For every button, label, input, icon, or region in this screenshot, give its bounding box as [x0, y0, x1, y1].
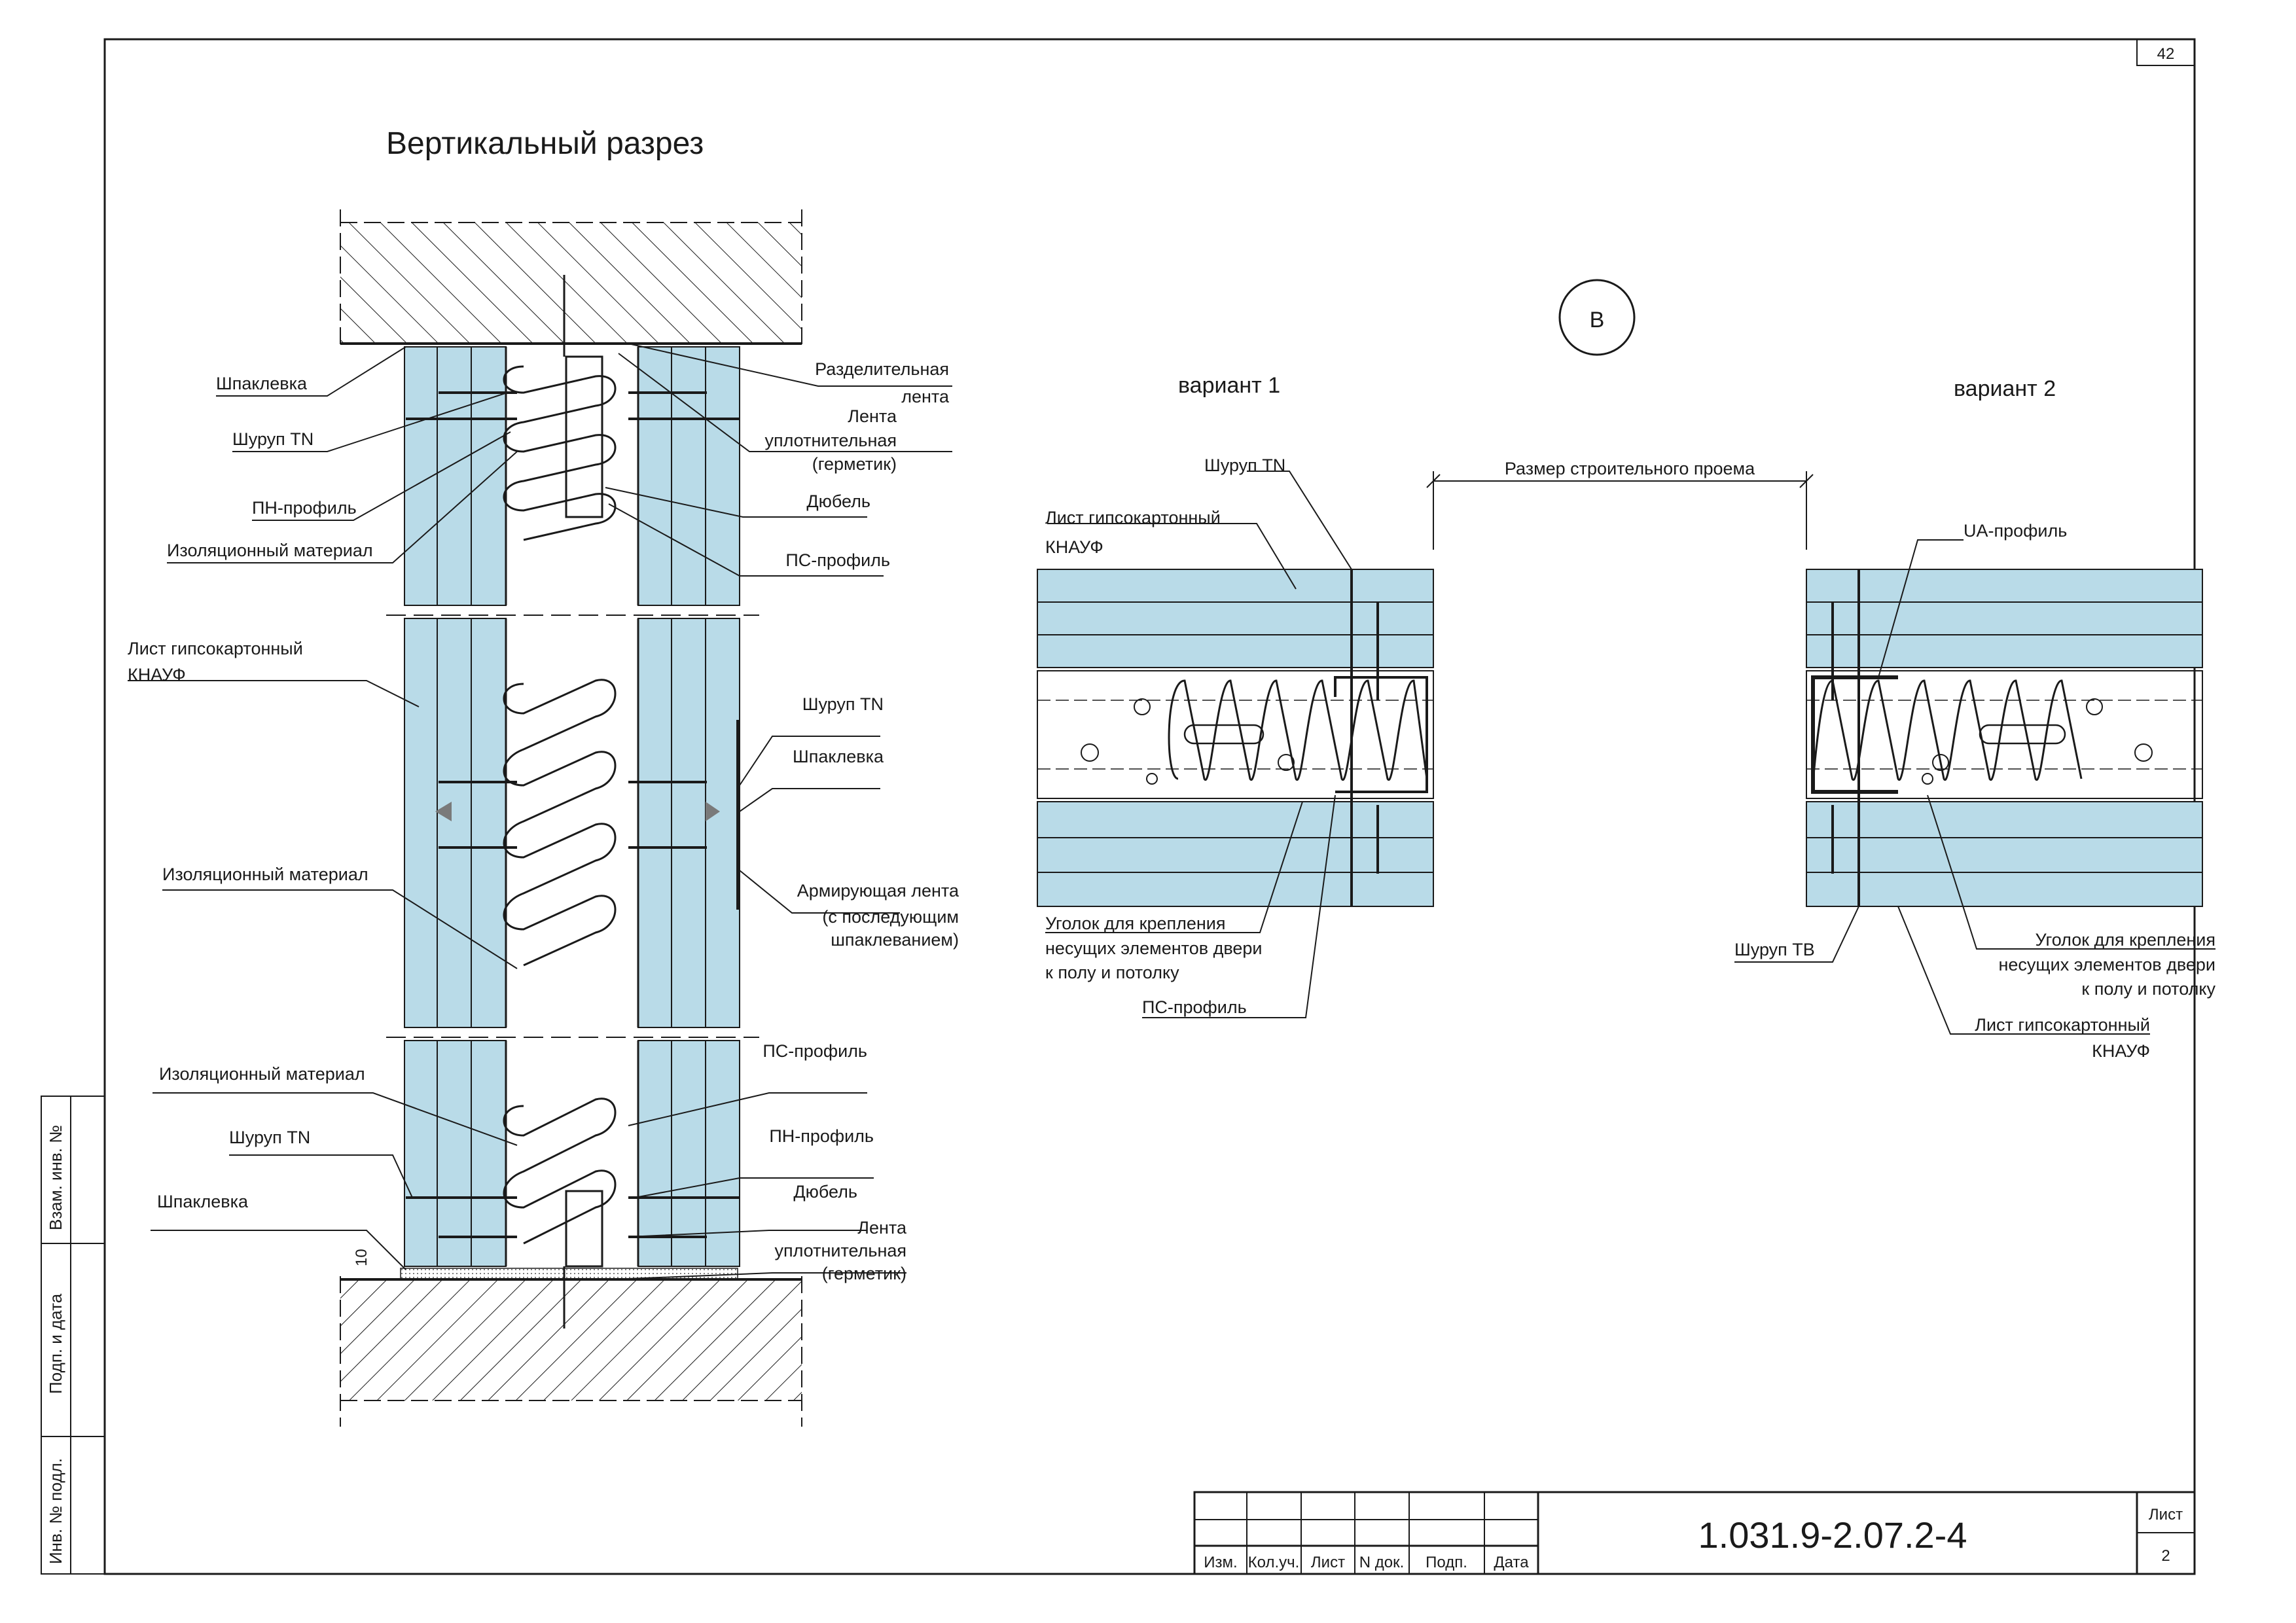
lbl-lenta-top-2: уплотнительная — [764, 431, 897, 450]
opening-dimension-label: Размер строительного проема — [1505, 459, 1755, 478]
side-stamp-podp: Подп. и дата — [46, 1293, 65, 1394]
v2-lbl-ua-profil: UA-профиль — [1964, 521, 2067, 541]
lbl-ps-profil-1: ПС-профиль — [785, 550, 890, 570]
opening-dimension — [1426, 471, 1814, 550]
floor-slab — [340, 1279, 802, 1400]
variant-2-drawing: UA-профиль Шуруп TB Уголок для крепления… — [1734, 521, 2215, 1061]
tb-col-list: Лист — [1311, 1554, 1345, 1571]
v1-lbl-ugolok-3: к полу и потолку — [1045, 963, 1179, 982]
joint-putty — [435, 720, 740, 910]
detail-marker-letter: В — [1590, 308, 1605, 332]
lbl-arm-1: Армирующая лента — [797, 881, 960, 901]
lbl-lenta-bot-3: (герметик) — [822, 1264, 906, 1283]
v1-lbl-shurup-tn: Шуруп TN — [1204, 455, 1285, 475]
lbl-arm-3: шпаклеванием) — [831, 930, 959, 950]
section-leaders — [128, 343, 952, 1280]
lbl-lenta-top-1: Лента — [848, 406, 897, 426]
vertical-section: 10 Шпаклевка Шуруп TN ПН-профиль Изоляци… — [128, 209, 960, 1427]
variant-1-title: вариант 1 — [1178, 373, 1280, 398]
lbl-izol-2: Изоляционный материал — [162, 865, 368, 884]
lbl-shurup-tn-3: Шуруп TN — [229, 1128, 310, 1147]
variant-2-title: вариант 2 — [1954, 376, 2056, 401]
v1-lbl-ugolok-2: несущих элементов двери — [1045, 938, 1263, 958]
v1-lbl-ps-profil: ПС-профиль — [1142, 997, 1247, 1017]
lbl-pn-profil-2: ПН-профиль — [769, 1126, 874, 1146]
side-stamp-vzam: Взам. инв. № — [46, 1125, 65, 1230]
floor-putty-layer — [400, 1268, 738, 1280]
lbl-lenta-top-3: (герметик) — [812, 454, 897, 474]
tb-list-label: Лист — [2149, 1506, 2183, 1524]
lbl-razdel-1: Разделительная — [815, 359, 949, 379]
v1-lbl-list-2: КНАУФ — [1045, 537, 1103, 557]
lbl-shurup-tn-1: Шуруп TN — [232, 429, 314, 449]
section-title: Вертикальный разрез — [386, 126, 704, 161]
tb-col-podp: Подп. — [1426, 1554, 1467, 1571]
lbl-lenta-bot-1: Лента — [857, 1218, 907, 1238]
detail-b: В вариант 1 вариант 2 Размер строительно… — [1037, 279, 2215, 1061]
ps-profile-bottom — [565, 1190, 603, 1268]
lbl-razdel-2: лента — [901, 387, 950, 406]
detail-marker — [1558, 279, 1636, 356]
lbl-list-1: Лист гипсокартонный — [128, 639, 303, 658]
v2-lbl-ugolok-3: к полу и потолку — [2081, 979, 2215, 999]
dim-10: 10 — [353, 1249, 370, 1266]
lbl-shpaklevka-3: Шпаклевка — [157, 1192, 249, 1211]
ceiling-slab — [340, 223, 802, 344]
variant-1-drawing: Шуруп TN Лист гипсокартонный КНАУФ Уголо… — [1037, 455, 1434, 1018]
lbl-izol-1: Изоляционный материал — [167, 541, 373, 560]
document-code: 1.031.9-2.07.2-4 — [1698, 1514, 1967, 1556]
lbl-lenta-bot-2: уплотнительная — [774, 1241, 906, 1260]
v1-lbl-list-1: Лист гипсокартонный — [1045, 508, 1221, 527]
v2-lbl-ugolok-2: несущих элементов двери — [1998, 955, 2215, 974]
board-segments — [404, 346, 740, 1267]
lbl-dubel-2: Дюбель — [793, 1182, 857, 1202]
lbl-ps-profil-2: ПС-профиль — [762, 1041, 867, 1061]
v2-lbl-list-2: КНАУФ — [2092, 1041, 2150, 1061]
tb-list-value: 2 — [2161, 1547, 2170, 1565]
lbl-shurup-tn-2: Шуруп TN — [802, 694, 884, 714]
lbl-list-2: КНАУФ — [128, 665, 186, 685]
sheet-number-box — [2136, 39, 2195, 66]
title-block: Изм. Кол.уч. Лист N док. Подп. Дата 1.03… — [1193, 1491, 2196, 1575]
lbl-arm-2: (с последующим — [822, 907, 959, 927]
tb-col-ndok: N док. — [1359, 1554, 1405, 1571]
ps-profile-top — [565, 355, 603, 518]
v2-lbl-ugolok-1: Уголок для крепления — [2036, 930, 2215, 950]
v2-lbl-list-1: Лист гипсокартонный — [1975, 1015, 2150, 1035]
side-stamp-inv: Инв. № подл. — [46, 1458, 65, 1564]
lbl-shpaklevka-1: Шпаклевка — [216, 374, 308, 393]
v2-lbl-shurup-tb: Шуруп TB — [1734, 940, 1815, 959]
tb-col-izm: Изм. — [1204, 1554, 1237, 1571]
lbl-shpaklevka-2: Шпаклевка — [793, 747, 884, 766]
side-stamp: Взам. инв. № Подп. и дата Инв. № подл. — [41, 1096, 105, 1575]
tb-col-kolych: Кол.уч. — [1248, 1554, 1300, 1571]
lbl-dubel-1: Дюбель — [806, 491, 870, 511]
insulation-zigzags — [503, 365, 617, 1245]
screws — [406, 391, 740, 1238]
sheet-number-top: 42 — [2157, 45, 2175, 63]
lbl-izol-3: Изоляционный материал — [159, 1064, 365, 1084]
v1-lbl-ugolok-1: Уголок для крепления — [1045, 914, 1225, 933]
lbl-pn-profil-1: ПН-профиль — [252, 498, 357, 518]
tb-col-data: Дата — [1494, 1554, 1529, 1571]
